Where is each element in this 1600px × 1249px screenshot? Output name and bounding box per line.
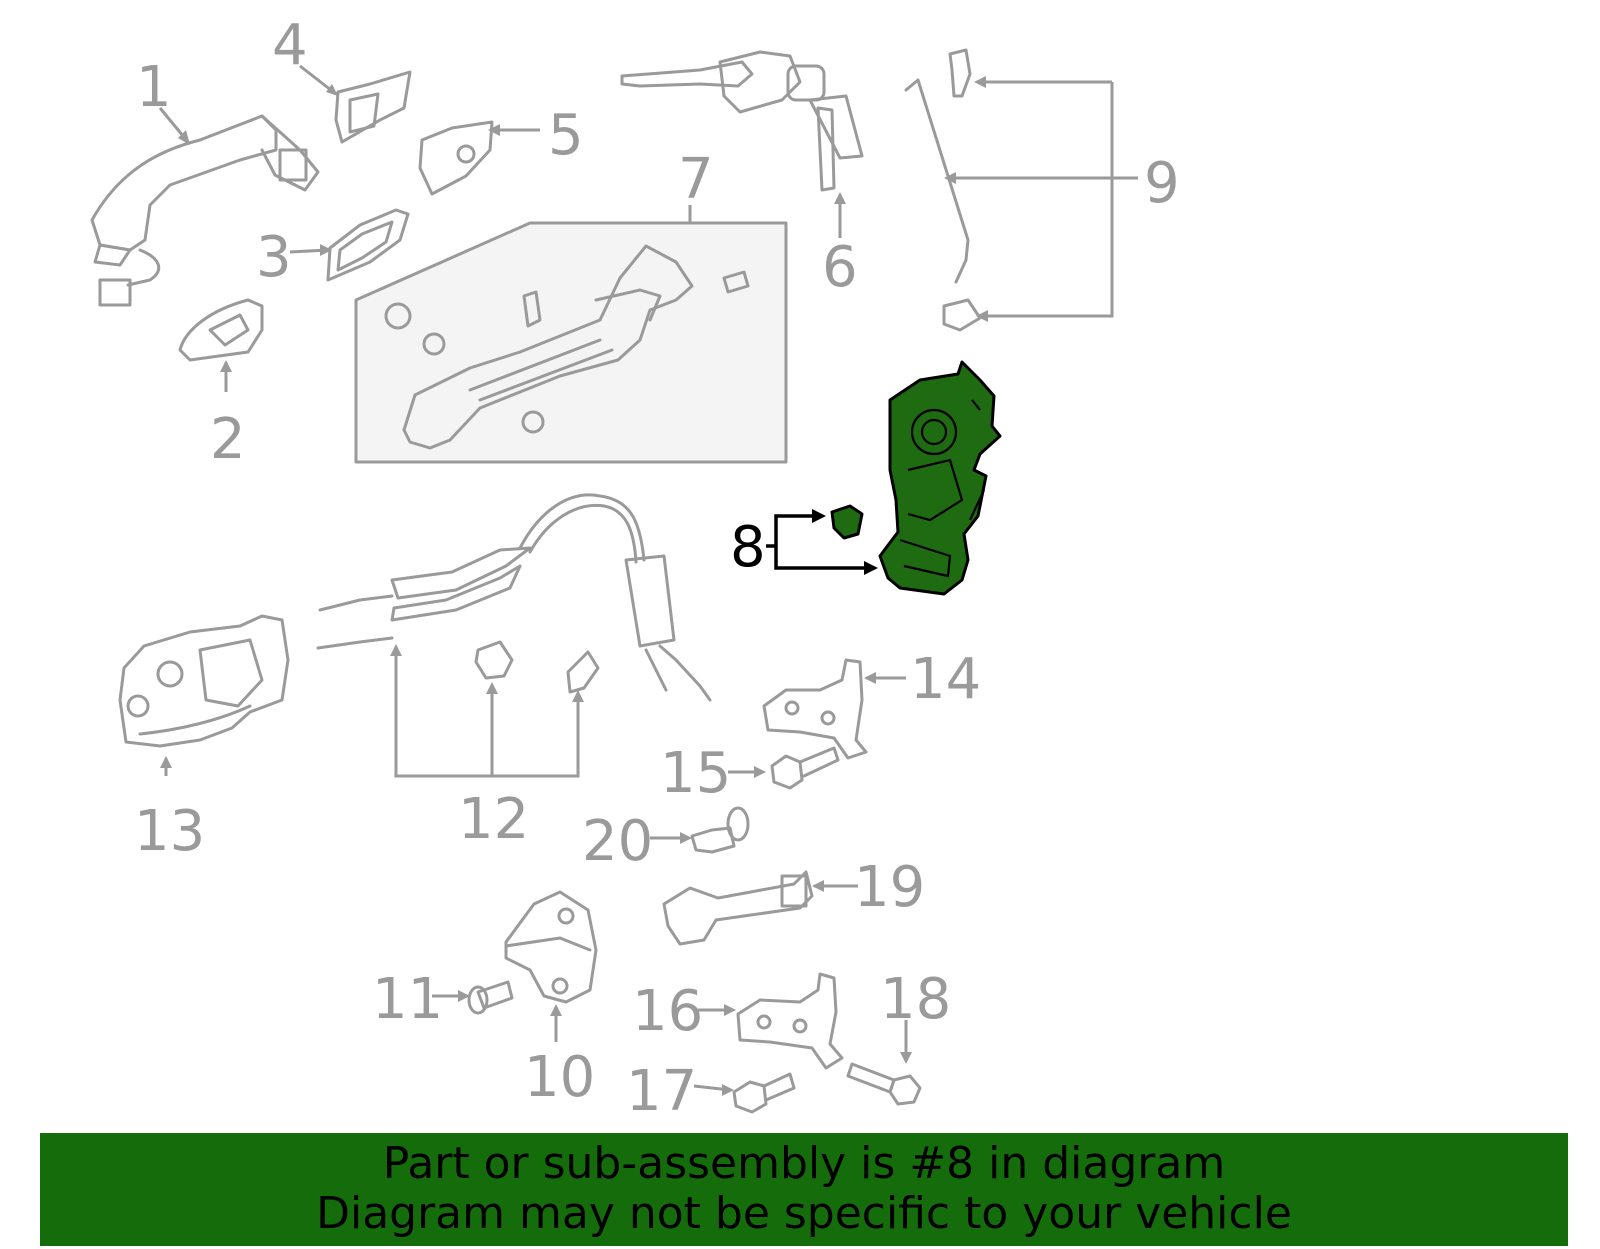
banner-line-part-number: Part or sub-assembly is #8 in diagram [382,1138,1226,1189]
part-6-lock-cylinder [620,50,864,192]
banner-line-disclaimer: Diagram may not be specific to your vehi… [316,1188,1292,1239]
part-10-striker [504,890,598,1004]
part-17-hinge-bolt [732,1072,796,1114]
part-8-door-lock-actuator [830,360,1002,596]
part-18-bolt [846,1062,922,1106]
callout-15: 15 [660,741,731,806]
callout-16: 16 [632,979,703,1044]
leader-lines [158,64,1138,1092]
part-9-lock-rod [904,48,982,332]
part-11-screw [467,980,514,1015]
cable-assembly [316,493,712,702]
part-13-door-latch [118,614,290,748]
callout-10: 10 [524,1045,595,1110]
part-12-clips [474,640,600,694]
callout-12: 12 [458,787,529,852]
callout-labels: 1 2 3 4 5 6 7 8 9 10 11 12 13 14 15 16 1… [134,13,1180,1124]
callout-9: 9 [1144,151,1180,216]
part-1-outside-handle [90,114,320,307]
part-3-gasket [326,208,410,282]
callout-2: 2 [210,407,246,472]
callout-18: 18 [880,967,951,1032]
part-19-door-check [662,870,814,946]
part-15-hinge-bolt [770,746,840,790]
callout-6: 6 [822,235,858,300]
callout-19: 19 [854,855,925,920]
callout-11: 11 [372,967,443,1032]
part-5-cover [418,120,494,196]
callout-14: 14 [910,647,981,712]
part-2-handle-pad [178,298,264,362]
part-8-leader [766,509,878,575]
part-20-screw [690,806,750,854]
leader-arrowheads [160,76,988,1096]
part-14-upper-hinge [762,658,868,760]
part-16-lower-hinge [736,972,844,1070]
callout-1: 1 [136,55,172,120]
part-7-handle-frame-kit [354,221,788,464]
callout-13: 13 [134,799,205,864]
callout-5: 5 [548,103,584,168]
callout-7: 7 [678,147,714,212]
callout-8: 8 [730,515,766,580]
callout-3: 3 [256,225,292,290]
callout-17: 17 [626,1059,697,1124]
callout-4: 4 [272,13,308,78]
info-banner: Part or sub-assembly is #8 in diagram Di… [40,1133,1568,1246]
callout-20: 20 [582,809,653,874]
part-4-cap [334,70,412,144]
